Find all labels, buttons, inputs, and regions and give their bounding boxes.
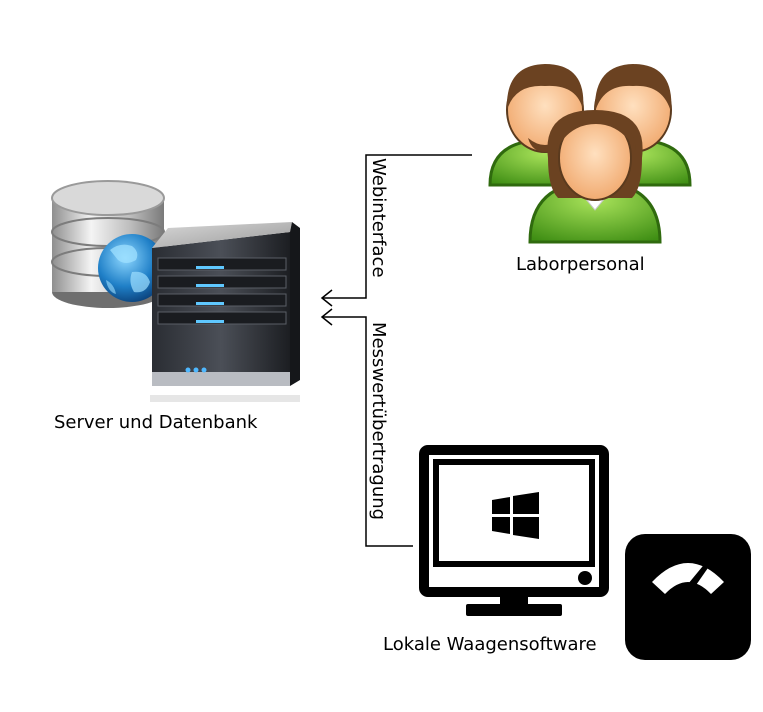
- person-icon: [528, 110, 662, 244]
- client-label: Lokale Waagensoftware: [383, 634, 597, 655]
- measure-connector: [320, 308, 413, 547]
- measure-edge-label: Messwertübertragung: [368, 322, 389, 521]
- globe-icon: [98, 234, 166, 302]
- server-icon: [150, 222, 300, 402]
- people-icon: [488, 64, 692, 244]
- scale-icon: [625, 534, 751, 660]
- server-label: Server und Datenbank: [54, 412, 258, 433]
- staff-label: Laborpersonal: [516, 254, 645, 275]
- windows-logo-icon: [492, 492, 539, 539]
- web-edge-label: Webinterface: [368, 158, 389, 278]
- web-connector: [320, 154, 472, 307]
